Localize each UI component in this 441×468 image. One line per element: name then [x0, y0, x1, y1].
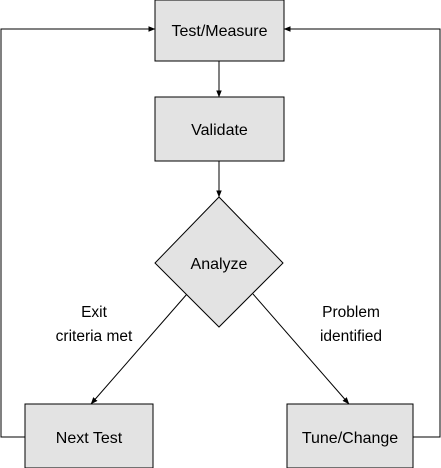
loop-tune-change-to-test-measure: [283, 26, 441, 438]
node-tune-change-box: [286, 403, 414, 468]
node-test-measure: Test/Measure: [154, 0, 285, 62]
edge-label-exit-line2: criteria met: [56, 328, 133, 345]
arrow-analyze-to-next-test: [90, 293, 188, 405]
node-tune-change: Tune/Change: [286, 403, 414, 468]
node-next-test-box: [24, 403, 154, 468]
edge-label-problem-identified: Problem identified: [320, 304, 382, 345]
loop-next-test-to-test-measure: [0, 26, 156, 438]
node-validate-label: Validate: [191, 122, 248, 139]
node-next-test: Next Test: [24, 403, 154, 468]
edge-label-problem-line2: identified: [320, 328, 382, 345]
edge-label-problem-line1: Problem: [322, 304, 380, 321]
node-next-test-label: Next Test: [56, 430, 123, 447]
node-analyze-label: Analyze: [191, 256, 248, 273]
node-validate: Validate: [154, 96, 285, 162]
node-analyze-diamond: [154, 196, 284, 328]
node-test-measure-box: [154, 0, 285, 62]
arrow-analyze-to-tune-change: [252, 293, 350, 405]
edge-label-exit-line1: Exit: [81, 304, 108, 321]
node-analyze: Analyze: [154, 196, 284, 328]
edge-label-exit-criteria: Exit criteria met: [56, 304, 133, 345]
node-tune-change-label: Tune/Change: [302, 430, 398, 447]
node-validate-box: [154, 96, 285, 162]
node-test-measure-label: Test/Measure: [171, 23, 267, 40]
